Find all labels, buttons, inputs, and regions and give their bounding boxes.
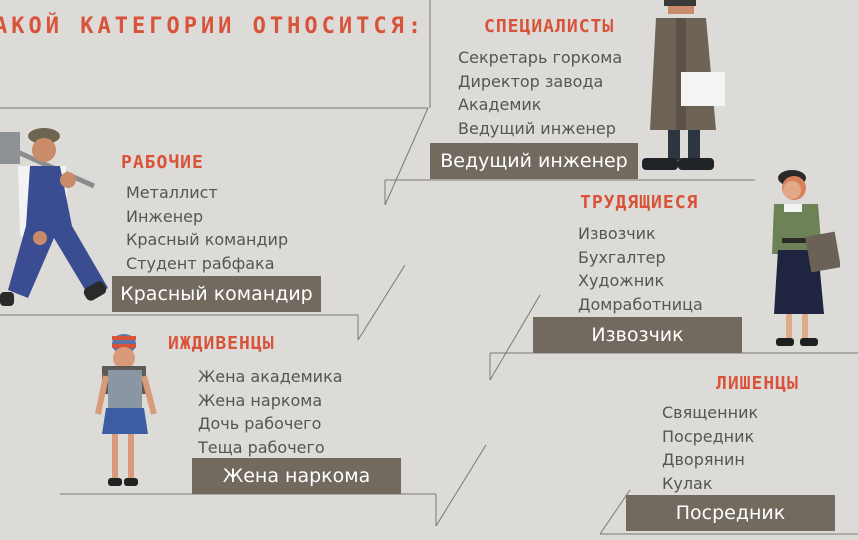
page-title: АКОЙ КАТЕГОРИИ ОТНОСИТСЯ: bbox=[0, 14, 426, 39]
option-housemaid[interactable]: Домработница bbox=[578, 294, 703, 314]
dependents-options: Жена академика Жена наркома Дочь рабочег… bbox=[198, 365, 343, 459]
option-commissar-wife[interactable]: Жена наркома bbox=[198, 390, 323, 410]
option-worker-mother-in-law[interactable]: Теща рабочего bbox=[198, 437, 325, 457]
option-nobleman[interactable]: Дворянин bbox=[662, 450, 745, 469]
option-middleman[interactable]: Посредник bbox=[662, 426, 755, 446]
option-engineer[interactable]: Инженер bbox=[126, 206, 204, 226]
category-disenfranchised-label: ЛИШЕНЦЫ bbox=[716, 373, 799, 394]
category-dependents-label: ИЖДИВЕНЦЫ bbox=[168, 333, 275, 354]
toilers-options: Извозчик Бухгалтер Художник Домработница bbox=[578, 222, 703, 316]
dependents-answer-box[interactable]: Жена наркома bbox=[192, 458, 401, 494]
worker-figure-illustration bbox=[0, 128, 108, 306]
category-toilers-label: ТРУДЯЩИЕСЯ bbox=[580, 192, 699, 213]
workers-answer-box[interactable]: Красный командир bbox=[112, 276, 321, 312]
option-lead-engineer[interactable]: Ведущий инженер bbox=[458, 118, 616, 138]
option-kulak[interactable]: Кулак bbox=[662, 473, 713, 493]
specialists-answer-box[interactable]: Ведущий инженер bbox=[430, 143, 638, 179]
specialist-figure-illustration bbox=[642, 0, 725, 170]
option-academic[interactable]: Академик bbox=[458, 95, 542, 114]
option-cabman[interactable]: Извозчик bbox=[578, 224, 656, 243]
category-specialists-label: СПЕЦИАЛИСТЫ bbox=[484, 16, 615, 37]
option-red-commander[interactable]: Красный командир bbox=[126, 230, 289, 249]
disenfranchised-answer-box[interactable]: Посредник bbox=[626, 495, 835, 531]
option-artist[interactable]: Художник bbox=[578, 271, 665, 290]
option-academic-wife[interactable]: Жена академика bbox=[198, 367, 343, 386]
option-director[interactable]: Директор завода bbox=[458, 71, 604, 91]
specialists-options: Секретарь горкома Директор завода Академ… bbox=[458, 46, 622, 140]
option-rabfak-student[interactable]: Студент рабфака bbox=[126, 253, 275, 273]
dependent-girl-figure-illustration bbox=[95, 334, 157, 486]
toiler-woman-figure-illustration bbox=[772, 170, 840, 346]
option-metalworker[interactable]: Металлист bbox=[126, 183, 218, 202]
option-worker-daughter[interactable]: Дочь рабочего bbox=[198, 414, 322, 433]
option-priest[interactable]: Священник bbox=[662, 403, 759, 422]
category-workers-label: РАБОЧИЕ bbox=[121, 152, 204, 173]
toilers-answer-box[interactable]: Извозчик bbox=[533, 317, 742, 353]
option-accountant[interactable]: Бухгалтер bbox=[578, 247, 666, 267]
option-secretary[interactable]: Секретарь горкома bbox=[458, 48, 623, 67]
disenfranchised-options: Священник Посредник Дворянин Кулак bbox=[662, 401, 758, 495]
workers-options: Металлист Инженер Красный командир Студе… bbox=[126, 181, 288, 275]
